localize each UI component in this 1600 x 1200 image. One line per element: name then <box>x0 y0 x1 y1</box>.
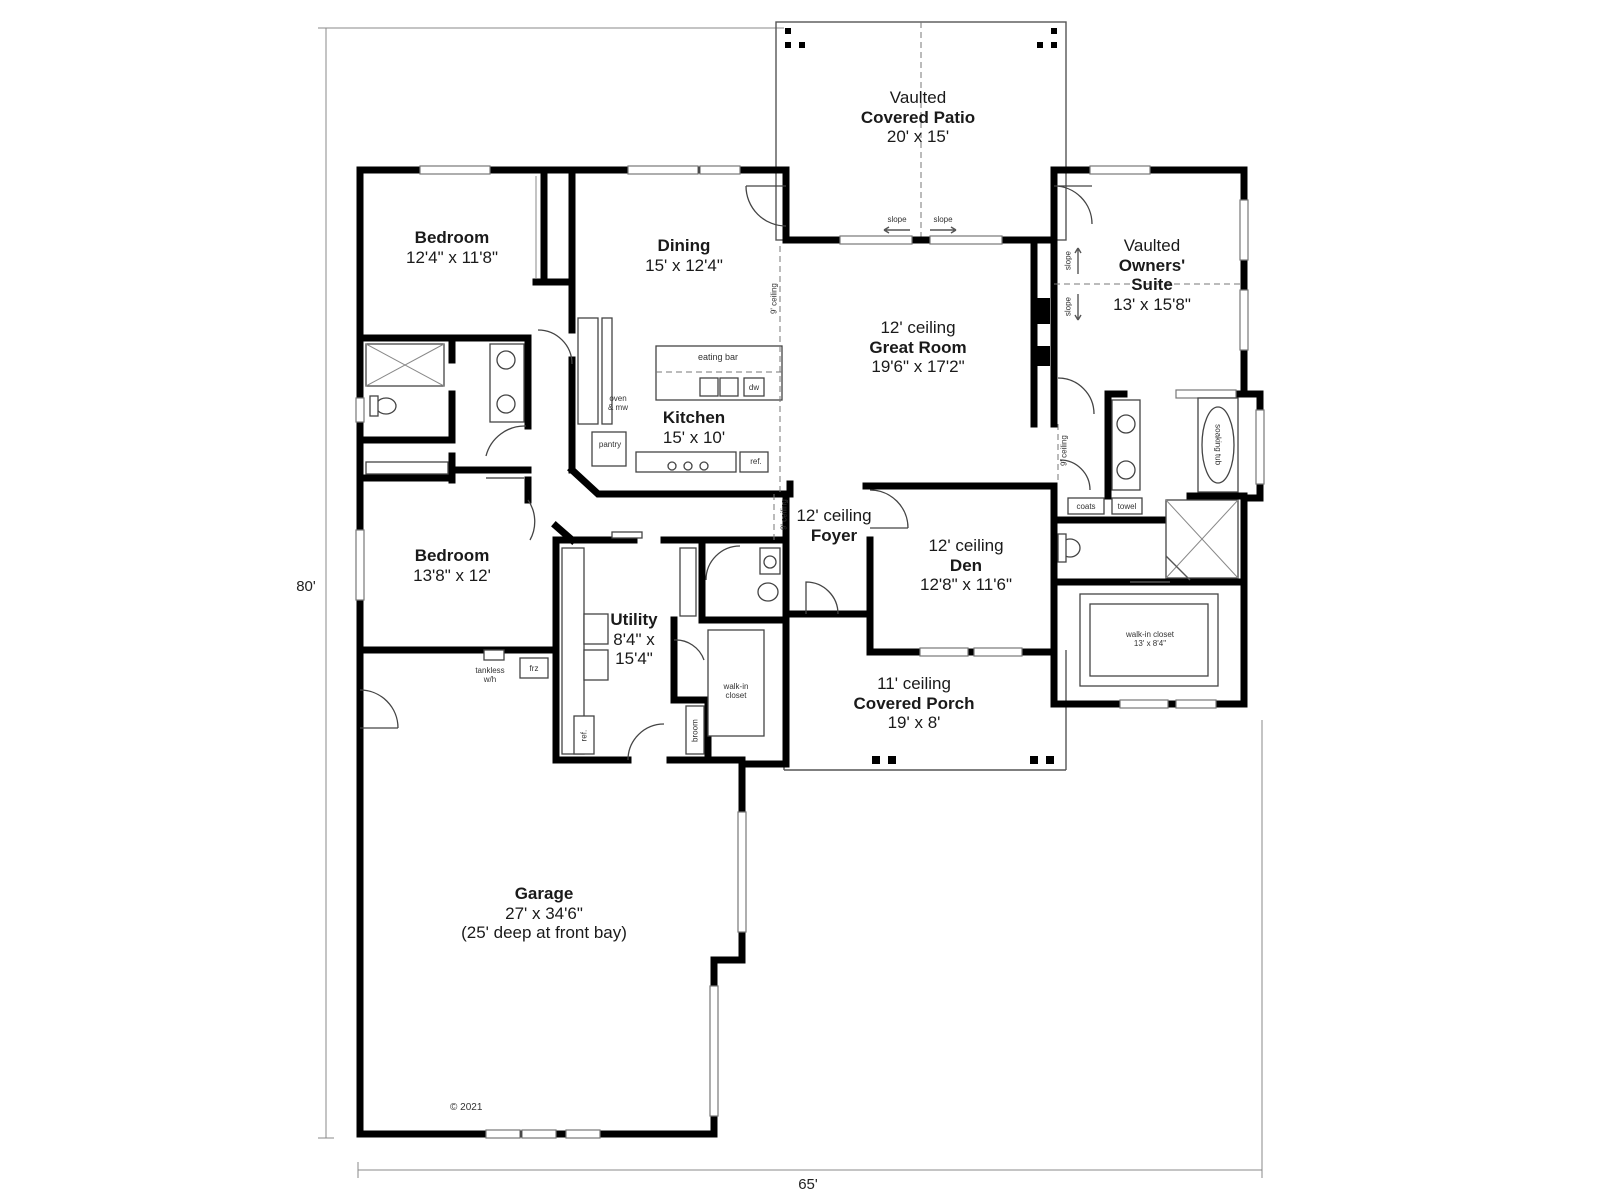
porch-size: 19' x 8' <box>887 713 941 733</box>
owners-suite-name-a: Owners' <box>1118 255 1186 275</box>
bedroom2-size: 13'8" x 12' <box>413 565 491 585</box>
owners-suite-name-b: Suite <box>1131 275 1173 295</box>
foyer-name: Foyer <box>810 525 858 545</box>
tankless-label-b: w/h <box>483 675 497 685</box>
oven-label-a: oven <box>609 394 627 403</box>
utility-name: Utility <box>610 610 658 629</box>
foyer-label: 12' ceiling Foyer <box>796 506 871 545</box>
tankless-label-a: tankless <box>475 666 505 675</box>
kitchen-size: 15' x 10' <box>662 427 726 447</box>
master-ceiling-note: 9' ceiling <box>1059 435 1069 467</box>
great-room-label: 12' ceiling Great Room 19'6" x 17'2" <box>869 318 966 377</box>
great-room-ceiling: 12' ceiling <box>880 318 956 337</box>
dining-name: Dining <box>657 236 711 255</box>
tankless-label: tankless w/h <box>475 666 504 684</box>
dining-size: 15' x 12'4" <box>645 255 723 275</box>
den-size: 12'8" x 11'6" <box>920 575 1012 595</box>
walkin-closet-a: walk-in <box>723 682 749 691</box>
doors <box>359 185 1170 761</box>
broom-label: broom <box>690 719 700 742</box>
towel-label: towel <box>1117 502 1137 511</box>
great-room-size: 19'6" x 17'2" <box>871 357 965 377</box>
kitchen-label: Kitchen 15' x 10' <box>663 408 725 447</box>
kitchen-name: Kitchen <box>662 408 726 427</box>
suite-slope-top: slope <box>1063 251 1073 271</box>
dining-label: Dining 15' x 12'4" <box>645 236 723 275</box>
den-ceiling: 12' ceiling <box>928 536 1004 555</box>
garage-name: Garage <box>514 884 574 903</box>
owners-suite-vaulted: Vaulted <box>1123 236 1181 255</box>
foyer-ceiling: 12' ceiling <box>796 506 872 525</box>
oven-label: oven & mw <box>608 394 628 412</box>
porch-label: 11' ceiling Covered Porch 19' x 8' <box>854 674 975 733</box>
den-label: 12' ceiling Den 12'8" x 11'6" <box>920 536 1012 595</box>
patio-size: 20' x 15' <box>886 127 950 147</box>
bedroom2-name: Bedroom <box>414 546 490 565</box>
patio-slope-left: slope <box>887 215 907 224</box>
master-closet-name: walk-in closet <box>1125 630 1175 639</box>
garage-note: (25' deep at front bay) <box>461 923 627 943</box>
patio-name: Covered Patio <box>860 107 976 127</box>
soaking-tub-label: soaking tub <box>1213 424 1223 466</box>
porch-name: Covered Porch <box>853 693 975 713</box>
depth-dimension: 80' <box>296 578 316 595</box>
patio-label: Vaulted Covered Patio 20' x 15' <box>861 88 975 147</box>
fixtures <box>365 176 1244 755</box>
freezer-label: frz <box>529 664 539 673</box>
great-room-name: Great Room <box>869 337 967 357</box>
garage-label: Garage 27' x 34'6" (25' deep at front ba… <box>461 884 627 943</box>
bedroom2-label: Bedroom 13'8" x 12' <box>413 546 491 585</box>
oven-label-b: & mw <box>608 403 628 413</box>
master-closet-size: 13' x 8'4" <box>1133 639 1167 649</box>
dining-ceiling-label: 9' ceiling <box>769 283 779 315</box>
copyright-notice: © 2021 <box>450 1102 483 1113</box>
owners-suite-size: 13' x 15'8" <box>1113 294 1191 314</box>
bedroom1-label: Bedroom 12'4" x 11'8" <box>406 228 498 267</box>
patio-vaulted: Vaulted <box>889 88 947 107</box>
eating-bar-label: eating bar <box>697 352 739 362</box>
patio-slope-right: slope <box>933 215 953 224</box>
garage-size: 27' x 34'6" <box>505 903 583 923</box>
den-name: Den <box>949 555 983 575</box>
walkin-closet-b: closet <box>725 691 747 701</box>
master-closet-label: walk-in closet 13' x 8'4" <box>1126 630 1174 648</box>
utility-ref-label: ref. <box>579 729 589 742</box>
utility-size-a: 8'4" x <box>613 629 655 649</box>
windows <box>355 165 1265 1139</box>
suite-slope-bottom: slope <box>1063 297 1073 317</box>
walkin-closet-label: walk-in closet <box>724 682 749 700</box>
bedroom1-name: Bedroom <box>414 228 490 247</box>
owners-suite-label: Vaulted Owners' Suite 13' x 15'8" <box>1113 236 1191 314</box>
utility-size-b: 15'4" <box>615 649 653 669</box>
dimension-lines <box>318 27 1263 1178</box>
width-dimension: 65' <box>798 1176 818 1193</box>
dishwasher-label: dw <box>748 383 760 392</box>
foyer-ceiling-note: 9' ceiling <box>779 499 789 531</box>
kitchen-ref-label: ref. <box>750 457 762 466</box>
bedroom1-size: 12'4" x 11'8" <box>406 247 498 267</box>
coats-label: coats <box>1076 502 1096 511</box>
porch-ceiling: 11' ceiling <box>877 674 951 693</box>
pantry-label: pantry <box>598 440 622 449</box>
utility-label: Utility 8'4" x 15'4" <box>610 610 657 669</box>
